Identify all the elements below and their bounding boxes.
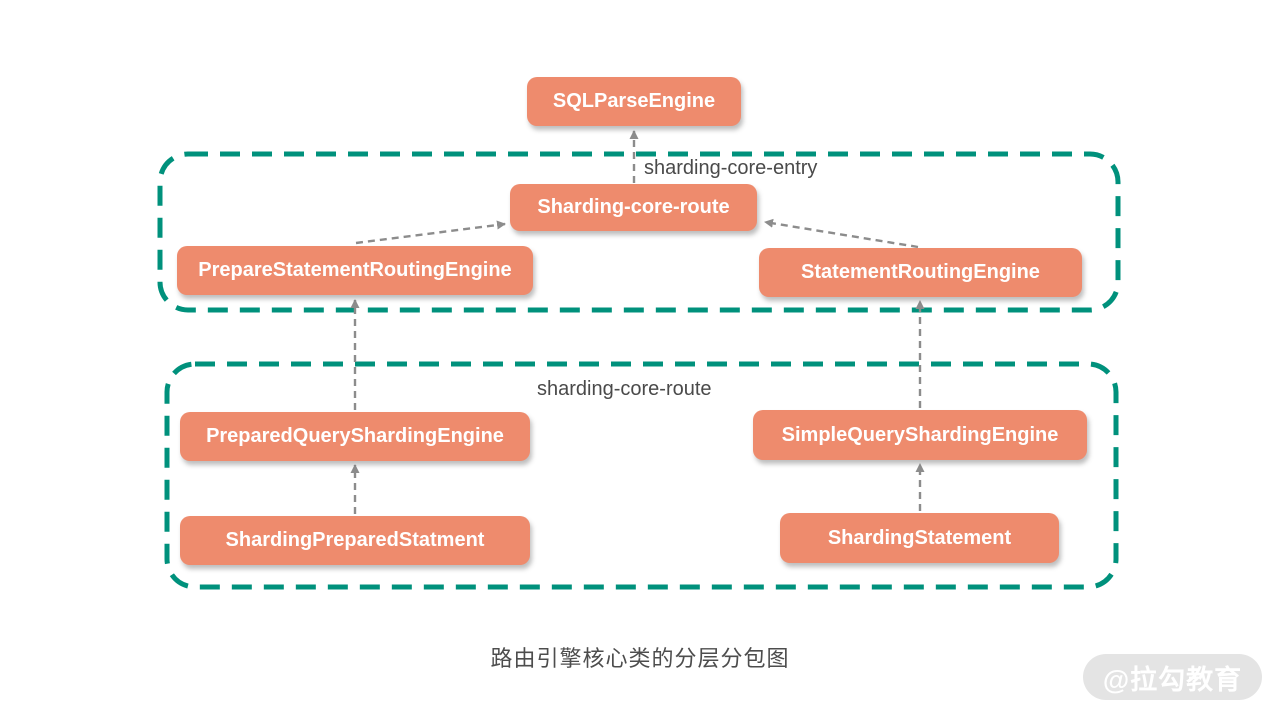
diagram-caption: 路由引擎核心类的分层分包图: [490, 646, 790, 671]
group-label-sharding-core-entry: sharding-core-entry: [644, 157, 818, 179]
watermark-badge: @拉勾教育: [1083, 654, 1262, 700]
node-sql-parse-engine: SQLParseEngine: [527, 77, 741, 126]
group-label-sharding-core-route: sharding-core-route: [537, 378, 712, 400]
group-entry-border: [157, 151, 1121, 313]
arrow-stmtrouting-to-coreroute: [764, 218, 919, 249]
node-prepared-query-sharding-engine: PreparedQueryShardingEngine: [180, 412, 530, 461]
node-sharding-statement: ShardingStatement: [780, 513, 1059, 563]
node-statement-routing-engine: StatementRoutingEngine: [759, 248, 1082, 297]
node-sharding-core-route: Sharding-core-route: [510, 184, 757, 231]
node-sharding-prepared-statment: ShardingPreparedStatment: [180, 516, 530, 565]
node-prepare-statement-routing-engine: PrepareStatementRoutingEngine: [177, 246, 533, 295]
arrow-preparestmt-to-coreroute: [355, 220, 506, 245]
node-simple-query-sharding-engine: SimpleQueryShardingEngine: [753, 410, 1087, 460]
